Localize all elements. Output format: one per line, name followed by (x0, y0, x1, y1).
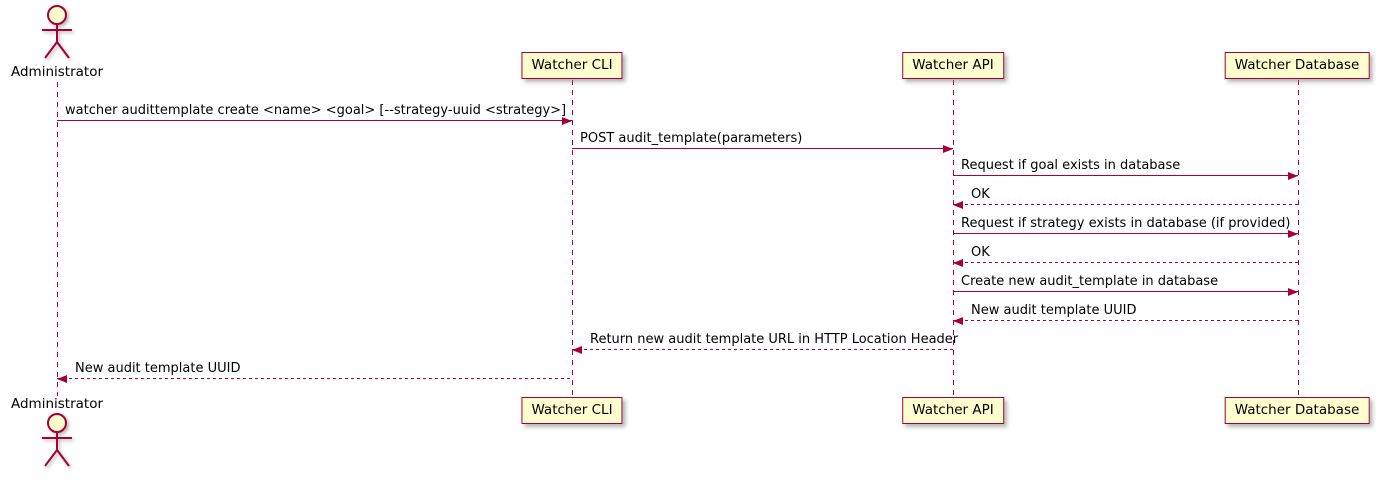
message-line (953, 204, 1298, 205)
participant-watcher-database-top: Watcher Database (1224, 52, 1370, 79)
message-label: New audit template UUID (971, 303, 1137, 318)
message-label: Request if strategy exists in database (… (961, 216, 1291, 231)
lifeline-watcher-cli (572, 80, 573, 397)
participant-watcher-api-bottom: Watcher API (902, 397, 1004, 424)
arrowhead-icon (953, 259, 963, 267)
actor-label-top: Administrator (10, 64, 104, 80)
message-line (953, 262, 1298, 263)
message-label: watcher audittemplate create <name> <goa… (65, 103, 567, 118)
message-return-url-location-header: Return new audit template URL in HTTP Lo… (572, 332, 958, 354)
message-label: Return new audit template URL in HTTP Lo… (590, 332, 959, 347)
message-new-uuid-db: New audit template UUID (953, 303, 1298, 325)
message-label: New audit template UUID (75, 361, 241, 376)
message-label: Request if goal exists in database (961, 158, 1181, 173)
message-line (953, 233, 1298, 234)
arrowhead-icon (953, 317, 963, 325)
actor-icon (42, 413, 72, 467)
arrowhead-icon (1288, 288, 1298, 296)
message-label: Create new audit_template in database (961, 274, 1219, 289)
message-request-goal-exists: Request if goal exists in database (953, 158, 1298, 180)
message-create-audittemplate: watcher audittemplate create <name> <goa… (57, 103, 572, 125)
participant-watcher-database-bottom: Watcher Database (1224, 397, 1370, 424)
lifeline-watcher-api (953, 80, 954, 397)
message-ok-strategy: OK (953, 245, 1298, 267)
message-line (953, 291, 1298, 292)
arrowhead-icon (57, 375, 67, 383)
message-label: OK (971, 245, 990, 260)
message-create-audit-template-db: Create new audit_template in database (953, 274, 1298, 296)
message-line (572, 148, 953, 149)
message-line (953, 320, 1298, 321)
participant-watcher-cli-bottom: Watcher CLI (521, 397, 623, 424)
arrowhead-icon (943, 145, 953, 153)
lifeline-administrator (57, 82, 58, 396)
message-post-audit-template: POST audit_template(parameters) (572, 131, 953, 153)
actor-label-bottom: Administrator (10, 396, 104, 412)
arrowhead-icon (953, 201, 963, 209)
message-line (57, 120, 572, 121)
arrowhead-icon (1288, 172, 1298, 180)
arrowhead-icon (572, 346, 582, 354)
actor-icon (42, 5, 72, 59)
message-request-strategy-exists: Request if strategy exists in database (… (953, 216, 1298, 238)
message-line (57, 378, 572, 379)
message-ok-goal: OK (953, 187, 1298, 209)
arrowhead-icon (1288, 230, 1298, 238)
message-label: OK (971, 187, 990, 202)
lifeline-watcher-database (1298, 80, 1299, 397)
arrowhead-icon (562, 117, 572, 125)
message-line (953, 175, 1298, 176)
participant-watcher-api-top: Watcher API (902, 52, 1004, 79)
participant-watcher-cli-top: Watcher CLI (521, 52, 623, 79)
message-line (572, 349, 953, 350)
message-label: POST audit_template(parameters) (580, 131, 803, 146)
message-new-uuid-to-admin: New audit template UUID (57, 361, 572, 383)
